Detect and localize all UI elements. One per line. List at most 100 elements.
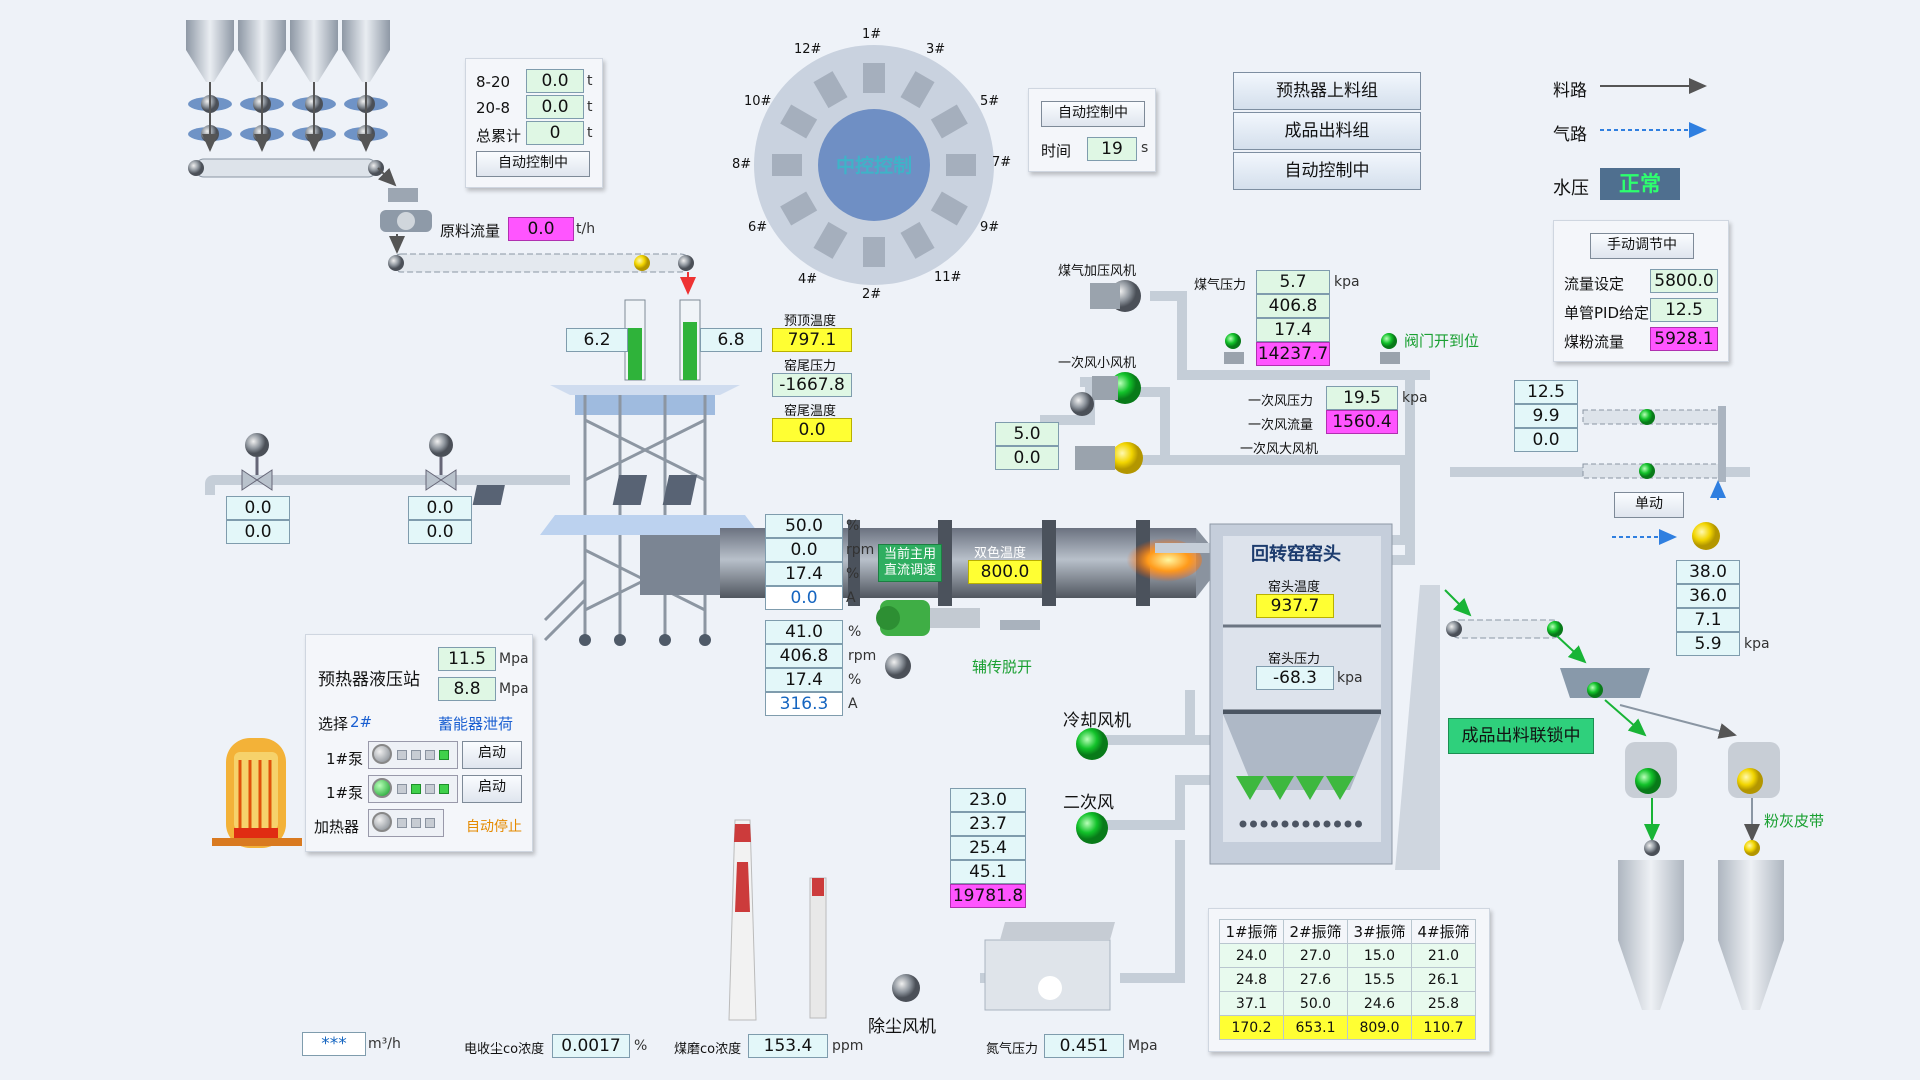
aux-motor-unit-1: % (848, 624, 862, 640)
gas-value-1: 5.7 (1256, 270, 1330, 294)
screen-cell: 21.0 (1411, 943, 1476, 968)
secondary-value-4: 45.1 (950, 860, 1026, 884)
screen-cell: 809.0 (1347, 1015, 1412, 1040)
wheel-position-label: 11# (934, 270, 962, 285)
wheel-segment (900, 221, 935, 259)
shift-value-1: 0.0 (526, 69, 584, 93)
shift-value-3: 0 (526, 121, 584, 145)
preheater-top-temp-value: 797.1 (772, 328, 852, 352)
gas-fan-label: 煤气加压风机 (1058, 264, 1137, 279)
accumulator-release-label[interactable]: 蓄能器泄荷 (438, 715, 514, 733)
kiln-head-title: 回转窑窑头 (1251, 544, 1341, 565)
mill-2 (1728, 742, 1780, 798)
dust-fan-icon (892, 974, 920, 1002)
legend-material-label: 料路 (1553, 81, 1587, 101)
gas-unit: kpa (1334, 274, 1360, 290)
wheel-segment (930, 104, 968, 139)
wheel-segment (900, 71, 935, 109)
primary-pressure-label: 一次风压力 (1248, 394, 1314, 409)
aux-motor-value-1: 41.0 (765, 620, 843, 644)
pump-1-start-button[interactable]: 启动 (462, 741, 522, 769)
aux-motor-unit-3: % (848, 672, 862, 688)
pid-manual-button[interactable]: 手动调节中 (1590, 233, 1694, 259)
silo-1 (1618, 860, 1684, 1010)
center-control-label[interactable]: 中控控制 (835, 155, 912, 177)
dust-fan-label: 除尘风机 (868, 1017, 936, 1037)
aux-drive-motor (876, 600, 1040, 679)
dual-temp-value: 800.0 (968, 560, 1042, 584)
timer-panel: 自动控制中 时间 19 s (1028, 88, 1156, 172)
shift-auto-button[interactable]: 自动控制中 (476, 151, 590, 177)
shift-label-3: 总累计 (476, 127, 522, 145)
coal-co-value: 153.4 (748, 1034, 828, 1058)
grate-dot (1344, 820, 1352, 828)
gas-value-3: 17.4 (1256, 318, 1330, 342)
right-top-value-2: 9.9 (1514, 404, 1578, 428)
kiln-motor-unit-2: rpm (846, 542, 875, 558)
heater-tank (212, 738, 302, 848)
screen-cell: 27.0 (1283, 943, 1348, 968)
raw-flow-value: 0.0 (508, 217, 574, 241)
aux-motor-unit-2: rpm (848, 648, 877, 664)
grate-dot (1260, 820, 1268, 828)
wheel-segment (780, 104, 818, 139)
legend-air-label: 气路 (1553, 125, 1587, 145)
wheel-position-label: 10# (744, 94, 772, 109)
hydraulic-select-prefix: 选择 (318, 715, 349, 733)
wheel-position-label: 6# (748, 220, 768, 235)
silo-2 (1718, 860, 1784, 1010)
valve-right-value-1: 0.0 (408, 496, 472, 520)
screen-cell: 653.1 (1283, 1015, 1348, 1040)
screen-cell: 26.1 (1411, 967, 1476, 992)
screen-cell: 24.6 (1347, 991, 1412, 1016)
shift-unit-3: t (587, 125, 593, 141)
gas-value-4: 14237.7 (1256, 342, 1330, 366)
single-action-button[interactable]: 单动 (1614, 492, 1684, 518)
hydraulic-select-num[interactable]: 2# (350, 713, 373, 731)
wheel-position-label: 8# (732, 157, 752, 172)
coal-co-label: 煤磨co浓度 (674, 1042, 742, 1057)
wheel-segment (772, 154, 802, 176)
n2-pressure-value: 0.451 (1044, 1034, 1124, 1058)
chimney-main (728, 819, 757, 1021)
valve-icon-right (425, 433, 457, 491)
primary-flow-label: 一次风流量 (1248, 418, 1314, 433)
preheater-group-button[interactable]: 预热器上料组 (1233, 72, 1421, 110)
aux-motor-value-3: 17.4 (765, 668, 843, 692)
kiln-head-temp-label: 窑头温度 (1268, 580, 1321, 595)
product-interlock-status[interactable]: 成品出料联锁中 (1448, 718, 1594, 754)
pump-1-indicator (368, 741, 458, 769)
right-top-value-3: 0.0 (1514, 428, 1578, 452)
pump-2-start-button[interactable]: 启动 (462, 775, 522, 803)
secondary-value-2: 23.7 (950, 812, 1026, 836)
secondary-value-1: 23.0 (950, 788, 1026, 812)
wheel-segment (813, 221, 848, 259)
kiln-head-temp-value: 937.7 (1256, 594, 1334, 618)
wheel-segment (946, 154, 976, 176)
pump-1-label: 1#泵 (326, 750, 364, 768)
aux-drive-label: 辅传脱开 (972, 658, 1033, 676)
raw-flow-unit: t/h (576, 221, 596, 237)
auto-control-button[interactable]: 自动控制中 (1233, 152, 1421, 190)
screen-cell: 50.0 (1283, 991, 1348, 1016)
timer-label: 时间 (1041, 142, 1072, 160)
primary-pressure-unit: kpa (1402, 390, 1428, 406)
screen-cell: 27.6 (1283, 967, 1348, 992)
timer-auto-button[interactable]: 自动控制中 (1041, 101, 1145, 127)
screen-cell: 170.2 (1219, 1015, 1284, 1040)
kiln-tail-temp-value: 0.0 (772, 418, 852, 442)
grate-dot (1323, 820, 1331, 828)
cooling-fan-label: 冷却风机 (1063, 711, 1131, 731)
right-bottom-value-3: 7.1 (1676, 608, 1740, 632)
pump-2-indicator (368, 775, 458, 803)
main-drive-badge: 当前主用直流调速 (878, 544, 942, 582)
grate-dot (1292, 820, 1299, 828)
pid-label-2: 单管PID给定 (1564, 304, 1650, 322)
water-pressure-status: 正常 (1600, 168, 1680, 200)
product-group-button[interactable]: 成品出料组 (1233, 112, 1421, 150)
bottom-flow-unit: m³/h (368, 1036, 401, 1052)
primary-pressure-value: 19.5 (1326, 386, 1398, 410)
